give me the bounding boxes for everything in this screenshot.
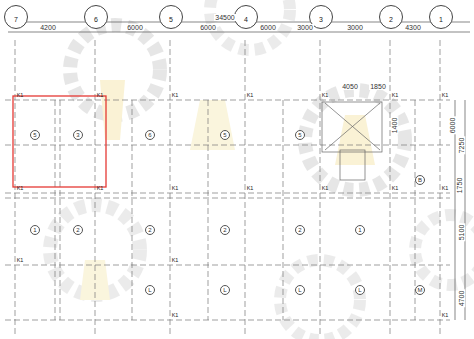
column-tag: K1	[441, 186, 450, 192]
dimension-text: 1400	[391, 116, 398, 134]
dimension-text: 4050	[341, 83, 359, 90]
column-tag: K1	[441, 313, 450, 319]
dimension-text: 6000	[259, 24, 277, 31]
panel-number: 1	[355, 225, 365, 235]
panel-number: 5	[220, 130, 230, 140]
dimension-text: 4700	[458, 289, 465, 307]
panel-number: 6	[145, 130, 155, 140]
dimension-text: 1750	[456, 176, 463, 194]
dimension-text: 6000	[199, 24, 217, 31]
panel-number: 3	[73, 130, 83, 140]
panel-number: 2	[145, 225, 155, 235]
panel-number: 1	[30, 225, 40, 235]
panel-number: L	[145, 285, 155, 295]
grid-number: 6	[94, 16, 98, 23]
grid-bubble: 6	[84, 5, 108, 29]
column-tag: K1	[321, 93, 330, 99]
panel-number: L	[295, 285, 305, 295]
dimension-text: 3000	[296, 24, 314, 31]
grid-number: 7	[14, 16, 18, 23]
column-tag: K1	[96, 186, 105, 192]
grid-number: 5	[169, 16, 173, 23]
panel-number: 2	[220, 225, 230, 235]
panel-number: 5	[295, 130, 305, 140]
dimension-text: 5100	[458, 223, 465, 241]
column-tag: K1	[246, 186, 255, 192]
watermark	[50, 0, 474, 339]
column-tag: K1	[96, 93, 105, 99]
column-tag: K1	[391, 93, 400, 99]
dimension-text: 4300	[404, 24, 422, 31]
column-tag: K1	[171, 258, 180, 264]
grid-number: 1	[439, 16, 443, 23]
grid-number: 4	[244, 16, 248, 23]
dimension-text: 6000	[449, 116, 456, 134]
dimension-text: 1850	[369, 83, 387, 90]
panel-number: M	[415, 285, 425, 295]
column-tag: K1	[441, 93, 450, 99]
column-tag: K1	[171, 93, 180, 99]
panel-number: 2	[73, 225, 83, 235]
panel-number: B	[415, 175, 425, 185]
dimension-text: 3000	[346, 24, 364, 31]
highlight-box	[13, 96, 106, 187]
panel-number: 2	[295, 225, 305, 235]
column-tag: K1	[16, 93, 25, 99]
dimension-text: 34500	[214, 14, 235, 21]
column-tag: K1	[171, 186, 180, 192]
grid-number: 2	[389, 16, 393, 23]
grid-bubble: 1	[429, 5, 453, 29]
grid-bubble: 7	[4, 5, 28, 29]
column-tag: K1	[16, 186, 25, 192]
column-tag: K1	[246, 93, 255, 99]
column-tag: K1	[16, 258, 25, 264]
panel-number: L	[220, 285, 230, 295]
dimension-text: 4200	[39, 24, 57, 31]
panel-number: L	[355, 285, 365, 295]
dimension-text: 7250	[458, 136, 465, 154]
column-tag: K1	[321, 186, 330, 192]
grid-bubble: 2	[379, 5, 403, 29]
column-tag: K1	[391, 186, 400, 192]
column-tag: K1	[171, 313, 180, 319]
grid-bubble: 4	[234, 5, 258, 29]
dimension-text: 6000	[126, 24, 144, 31]
grid-number: 3	[319, 16, 323, 23]
grid-bubble: 5	[159, 5, 183, 29]
panel-number: 5	[30, 130, 40, 140]
